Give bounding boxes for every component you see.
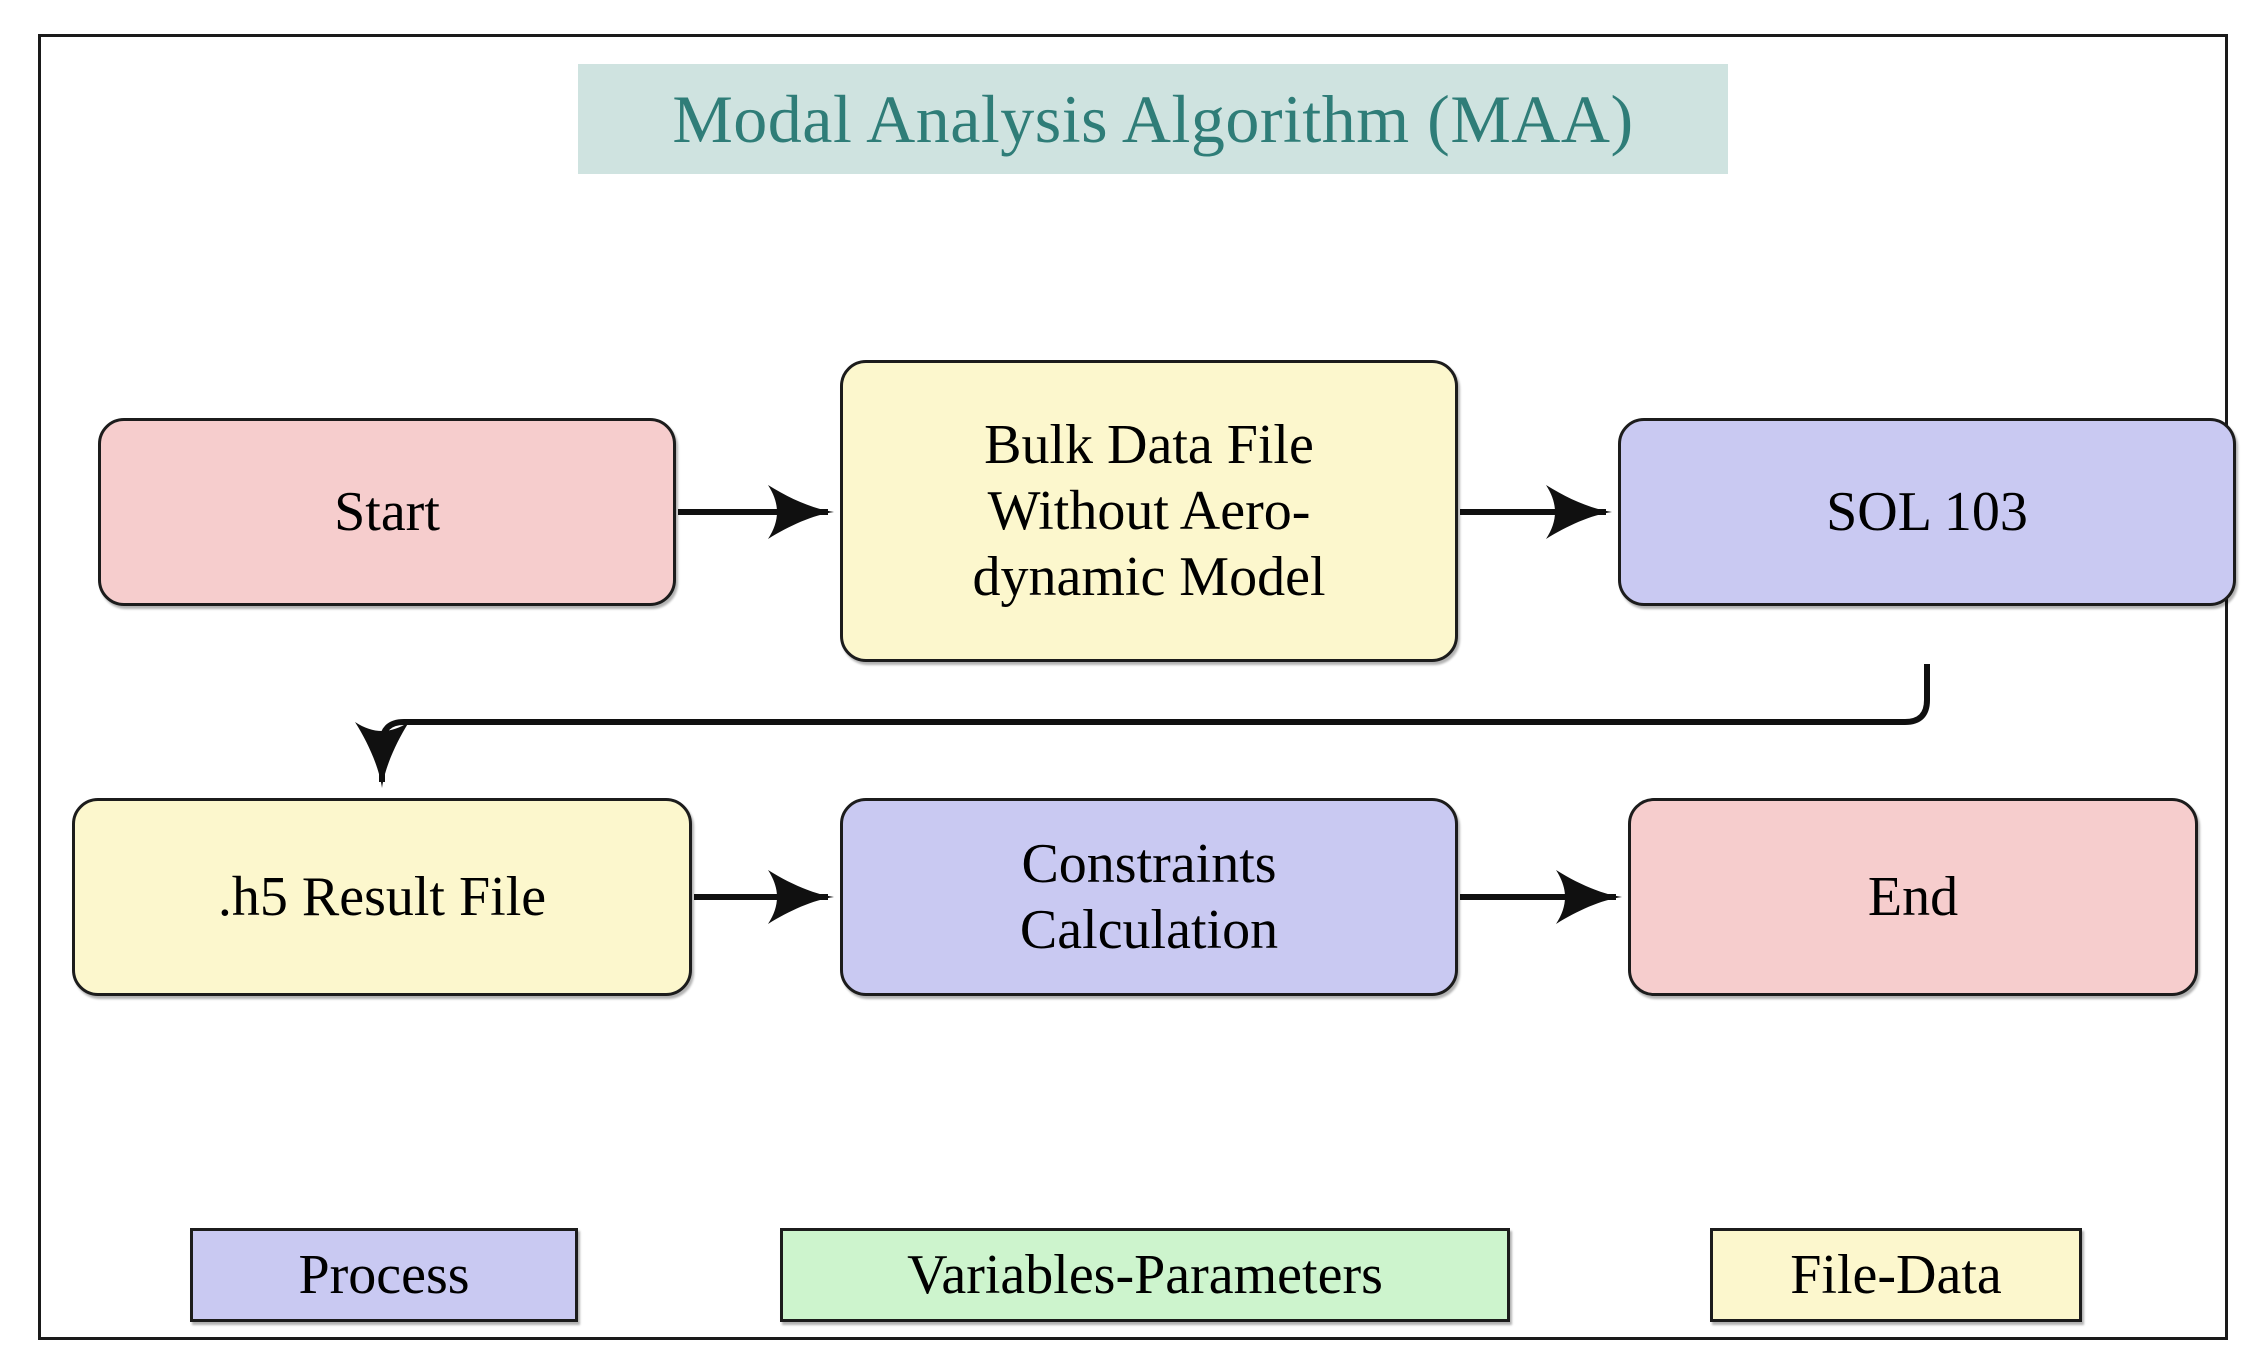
node-sol-103[interactable]: SOL 103: [1618, 418, 2236, 606]
node-bulk-data-file-label: Bulk Data File Without Aero- dynamic Mod…: [972, 413, 1326, 609]
node-constraints-calculation-label: Constraints Calculation: [1019, 832, 1279, 961]
legend-item-file-data-label: File-Data: [1790, 1244, 2002, 1306]
legend-item-process: Process: [190, 1228, 578, 1322]
legend-item-variables-parameters: Variables-Parameters: [780, 1228, 1510, 1322]
legend-item-file-data: File-Data: [1710, 1228, 2082, 1322]
node-constraints-calculation[interactable]: Constraints Calculation: [840, 798, 1458, 996]
diagram-frame: [38, 34, 2228, 1340]
node-h5-result-file[interactable]: .h5 Result File: [72, 798, 692, 996]
node-start[interactable]: Start: [98, 418, 676, 606]
node-h5-result-file-label: .h5 Result File: [217, 865, 547, 928]
legend-item-variables-parameters-label: Variables-Parameters: [907, 1244, 1383, 1306]
node-end-label: End: [1867, 865, 1959, 928]
node-sol-103-label: SOL 103: [1826, 480, 2028, 543]
diagram-title-banner: Modal Analysis Algorithm (MAA): [578, 64, 1728, 174]
node-end[interactable]: End: [1628, 798, 2198, 996]
node-start-label: Start: [334, 480, 440, 543]
page-title: Modal Analysis Algorithm (MAA): [672, 81, 1634, 157]
node-bulk-data-file[interactable]: Bulk Data File Without Aero- dynamic Mod…: [840, 360, 1458, 662]
legend-item-process-label: Process: [298, 1244, 470, 1306]
